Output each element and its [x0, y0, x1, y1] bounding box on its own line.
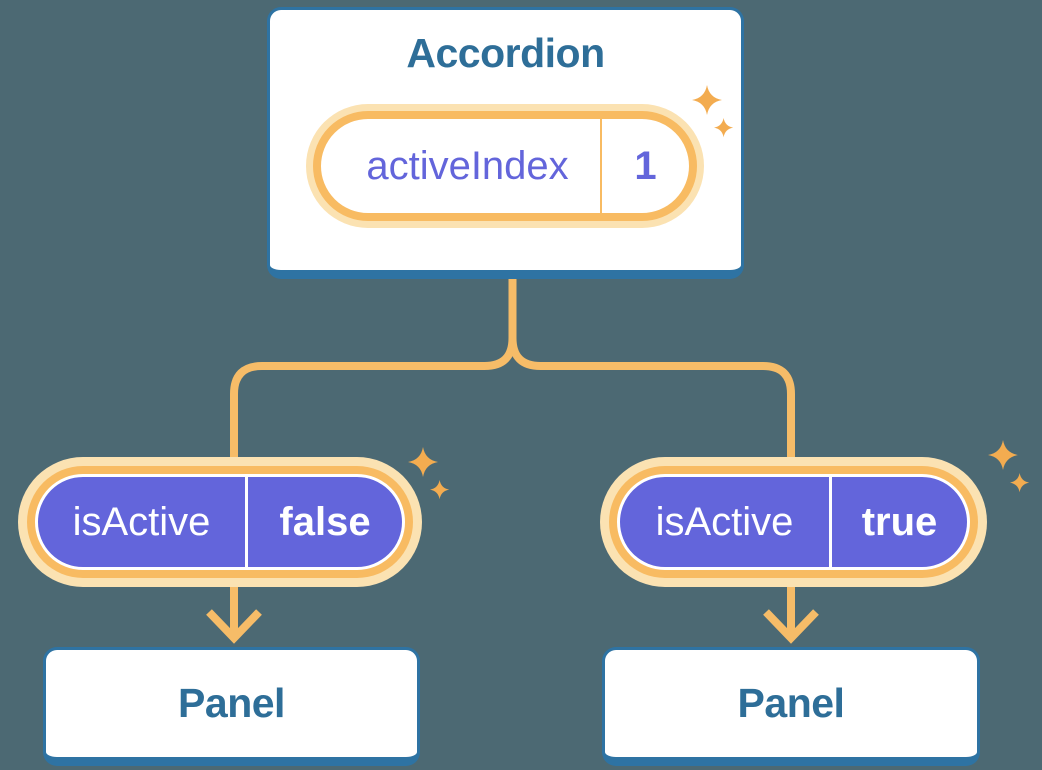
- panel-label: Panel: [737, 680, 845, 726]
- prop-pill-right: isActive true: [617, 474, 970, 570]
- sparkle-icon: [408, 447, 450, 500]
- arrowhead-right-icon: [763, 609, 819, 644]
- panel-node-right: Panel: [602, 647, 980, 766]
- prop-pill-left: isActive false: [35, 474, 405, 570]
- state-name: activeIndex: [366, 143, 569, 188]
- prop-name: isActive: [655, 499, 794, 544]
- prop-name: isActive: [72, 499, 211, 544]
- panel-node-left: Panel: [43, 647, 420, 766]
- accordion-title: Accordion: [406, 30, 605, 76]
- prop-value: true: [861, 499, 938, 544]
- state-divider: [600, 119, 602, 213]
- prop-value: false: [279, 499, 371, 544]
- edge-right-branch: [508, 279, 795, 637]
- arrowhead-left-icon: [206, 609, 262, 644]
- sparkle-icon: [988, 440, 1030, 493]
- edge-left-branch: [230, 279, 517, 637]
- prop-divider: [829, 477, 832, 567]
- panel-label: Panel: [178, 680, 285, 726]
- sparkle-icon: [692, 85, 734, 138]
- prop-divider: [245, 477, 248, 567]
- state-pill: activeIndex 1: [313, 111, 697, 221]
- state-value: 1: [634, 143, 657, 188]
